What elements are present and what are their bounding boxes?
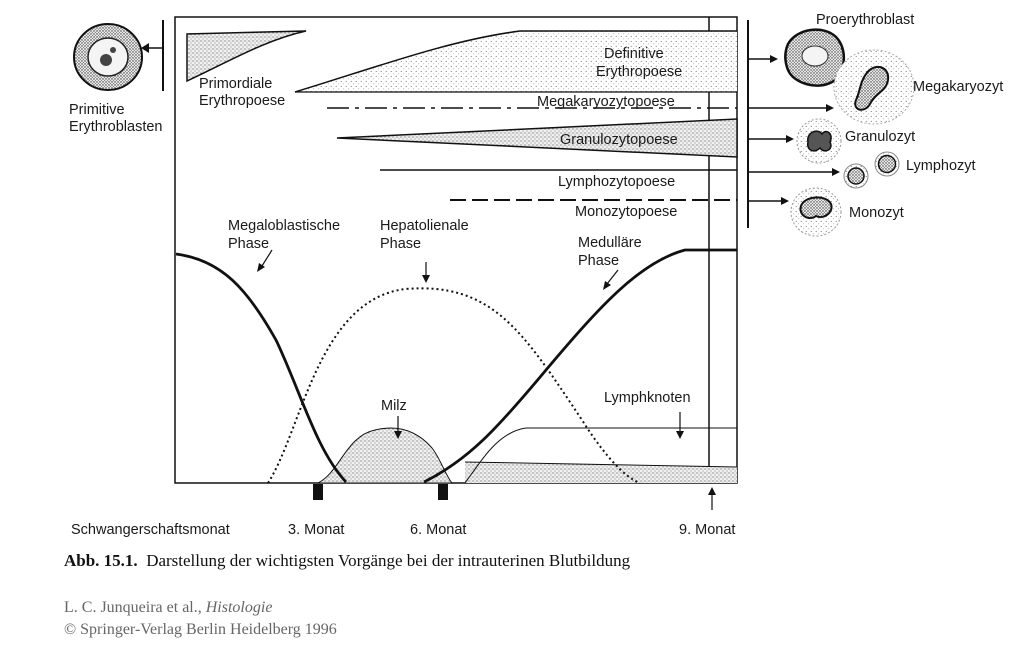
figure-caption: Abb. 15.1. Darstellung der wichtigsten V… <box>64 551 964 571</box>
primitive-erythroblast-icon <box>73 23 143 91</box>
caption-number: Abb. 15.1. <box>64 551 138 570</box>
tick-6-monat: 6. Monat <box>410 522 466 538</box>
label-primitive-1: Primitive <box>69 102 125 118</box>
label-granulozyt: Granulozyt <box>845 129 915 145</box>
label-medullaere-2: Phase <box>578 253 619 269</box>
tick-3-monat: 3. Monat <box>288 522 344 538</box>
lymphozyt-icon <box>843 151 900 189</box>
month-marker-3 <box>313 484 323 500</box>
label-lymphozyt: Lymphozyt <box>906 158 976 174</box>
label-primitive-2: Erythroblasten <box>69 119 163 135</box>
label-arrows <box>257 249 716 510</box>
credits-line-1: L. C. Junqueira et al., Histologie <box>64 597 337 619</box>
credits-book: Histologie <box>205 599 273 616</box>
label-lymphknoten: Lymphknoten <box>604 390 691 406</box>
label-megaloblastische-1: Megaloblastische <box>228 218 340 234</box>
definitive-band <box>295 31 737 92</box>
label-milz: Milz <box>381 398 407 414</box>
credits: L. C. Junqueira et al., Histologie © Spr… <box>64 597 337 641</box>
label-megakaryozyt: Megakaryozyt <box>913 79 1003 95</box>
monozyt-icon <box>790 187 842 237</box>
label-primordiale-1: Primordiale <box>199 76 272 92</box>
right-bracket <box>747 20 778 228</box>
caption-text: Darstellung der wichtigsten Vorgänge bei… <box>146 551 631 570</box>
medullaere-curve <box>423 248 737 484</box>
lineage-arrows <box>748 104 840 205</box>
label-medullaere-1: Medulläre <box>578 235 642 251</box>
label-definitive-1: Definitive <box>604 46 664 62</box>
tick-9-monat: 9. Monat <box>679 522 735 538</box>
granulozytopoese-wedge <box>336 118 738 158</box>
label-monozyt: Monozyt <box>849 205 904 221</box>
label-megakaryozytopoese: Megakaryozytopoese <box>537 94 675 110</box>
lymphknoten-area <box>465 462 737 483</box>
lymphknoten-curve <box>464 427 737 484</box>
label-definitive-2: Erythropoese <box>596 64 682 80</box>
label-granulozytopoese: Granulozytopoese <box>560 132 678 148</box>
blood-formation-diagram: Primitive Erythroblasten Proerythroblast… <box>69 12 1003 538</box>
proerythroblast-icon <box>784 28 845 87</box>
hepatolienale-curve <box>267 287 641 484</box>
label-primordiale-2: Erythropoese <box>199 93 285 109</box>
label-lymphozytopoese: Lymphozytopoese <box>558 174 675 190</box>
megakaryozyt-icon <box>833 49 915 125</box>
granulozyt-icon <box>796 118 842 164</box>
milz-area <box>317 427 454 484</box>
axis-label: Schwangerschaftsmonat <box>71 522 230 538</box>
month-marker-6 <box>438 484 448 500</box>
primordiale-band <box>186 30 307 83</box>
label-proerythroblast: Proerythroblast <box>816 12 914 28</box>
label-megaloblastische-2: Phase <box>228 236 269 252</box>
label-hepatolienale-1: Hepatolienale <box>380 218 469 234</box>
label-hepatolienale-2: Phase <box>380 236 421 252</box>
megaloblastische-curve <box>175 252 348 483</box>
left-bracket <box>141 20 164 91</box>
credits-authors: L. C. Junqueira et al., <box>64 599 202 616</box>
credits-publisher: © Springer-Verlag Berlin Heidelberg 1996 <box>64 621 337 638</box>
label-monozytopoese: Monozytopoese <box>575 204 677 220</box>
